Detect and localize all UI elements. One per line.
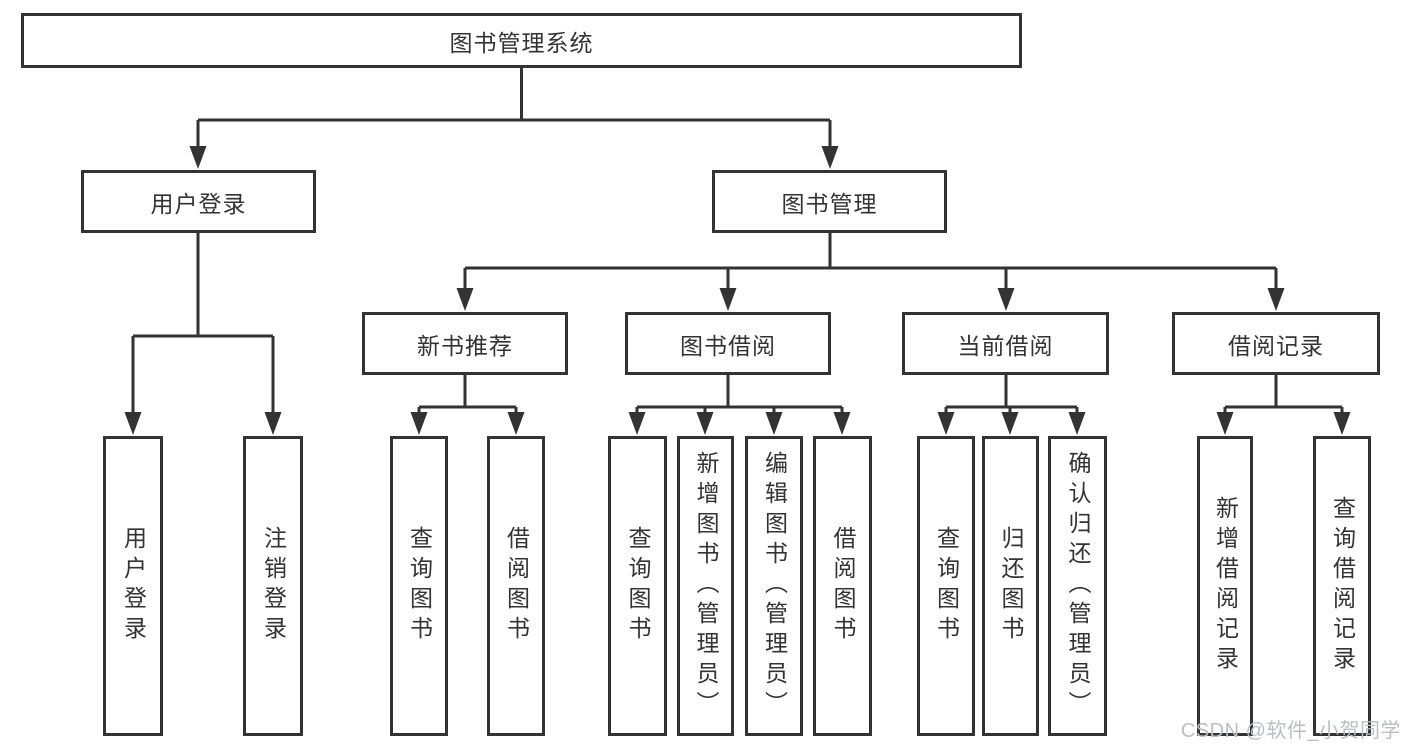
leaf-add-borrow-record: 新增借阅记录 [1197,436,1253,736]
leaf-label: 查询图书 [625,526,651,646]
node-borrow-records: 借阅记录 [1172,312,1380,375]
leaf-confirm-return-admin: 确认归还（管理员） [1048,436,1107,736]
node-book-borrow: 图书借阅 [625,312,831,375]
leaf-label: 用户登录 [120,526,147,646]
leaf-query-books: 查询图书 [917,436,975,736]
node-book-management: 图书管理 [712,170,947,233]
leaf-label: 新增借阅记录 [1212,496,1239,676]
node-user-login: 用户登录 [81,170,316,233]
leaf-query-books: 查询图书 [390,436,448,736]
leaf-label: 新增图书（管理员） [693,451,719,721]
leaf-label: 借阅图书 [503,526,530,646]
csdn-watermark: CSDN @软件_小贺同学 [1180,720,1401,742]
leaf-query-books: 查询图书 [608,436,667,736]
leaf-label: 归还图书 [998,526,1024,646]
leaf-edit-books-admin: 编辑图书（管理员） [745,436,803,736]
leaf-return-books: 归还图书 [982,436,1039,736]
leaf-label: 确认归还（管理员） [1065,451,1091,721]
leaf-borrow-books: 借阅图书 [813,436,872,736]
leaf-borrow-books: 借阅图书 [487,436,545,736]
leaf-label: 借阅图书 [830,526,856,646]
leaf-label: 注销登录 [260,526,287,646]
node-current-borrow: 当前借阅 [902,312,1109,375]
leaf-label: 编辑图书（管理员） [761,451,788,721]
leaf-add-books-admin: 新增图书（管理员） [677,436,734,736]
node-root: 图书管理系统 [21,13,1022,68]
node-new-book-recommend: 新书推荐 [362,312,568,375]
leaf-label: 查询借阅记录 [1329,496,1356,676]
leaf-label: 查询图书 [933,526,960,646]
leaf-user-login: 用户登录 [103,436,163,736]
leaf-query-borrow-record: 查询借阅记录 [1313,436,1371,736]
leaf-logout: 注销登录 [243,436,303,736]
leaf-label: 查询图书 [406,526,433,646]
